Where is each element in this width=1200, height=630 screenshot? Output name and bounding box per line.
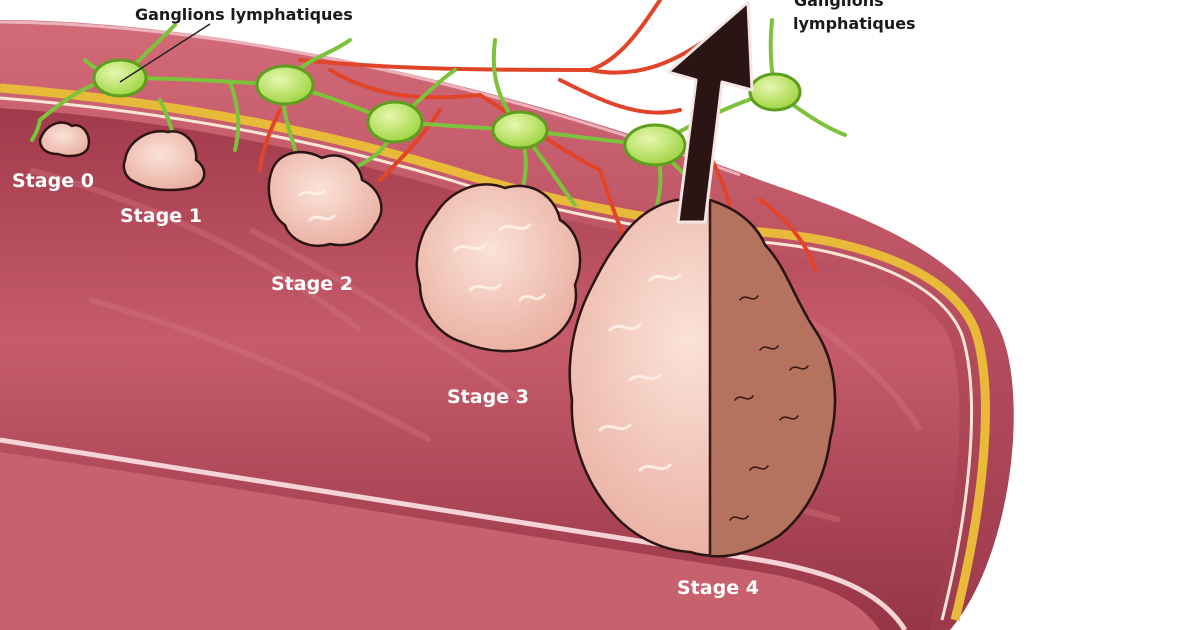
tumor-stage-2 <box>267 150 383 247</box>
tumor-stage-4-invasive-half <box>708 198 837 558</box>
tumor-invasive-texture <box>729 295 809 521</box>
lymph-label-right-line2: lymphatiques <box>793 14 916 33</box>
lymph-nodes <box>92 58 802 167</box>
lymph-label-right-line1: Ganglions <box>794 0 884 10</box>
lymph-node <box>748 72 802 112</box>
colon-lower-edge <box>0 437 908 630</box>
stage-label-3: Stage 3 <box>447 386 529 408</box>
lymph-label: Ganglions lymphatiques <box>135 5 353 24</box>
tumor-stage-1 <box>122 129 206 192</box>
lymph-node <box>255 64 315 106</box>
lymph-node <box>92 58 148 98</box>
tumor-stage-3 <box>415 183 582 353</box>
lymph-node <box>491 110 549 150</box>
lymph-node <box>623 123 687 167</box>
metastasis-arrow <box>666 0 754 224</box>
stage-label-1: Stage 1 <box>120 205 202 227</box>
stage-label-0: Stage 0 <box>12 170 94 192</box>
tumor-stage-0 <box>38 121 91 158</box>
lymph-label-leader <box>119 23 211 83</box>
lymph-node <box>366 100 424 144</box>
stage-label-4: Stage 4 <box>677 577 759 599</box>
stage-label-2: Stage 2 <box>271 273 353 295</box>
colon-lower-band <box>0 452 880 630</box>
tumors <box>38 121 837 558</box>
tumor-texture <box>298 189 682 472</box>
